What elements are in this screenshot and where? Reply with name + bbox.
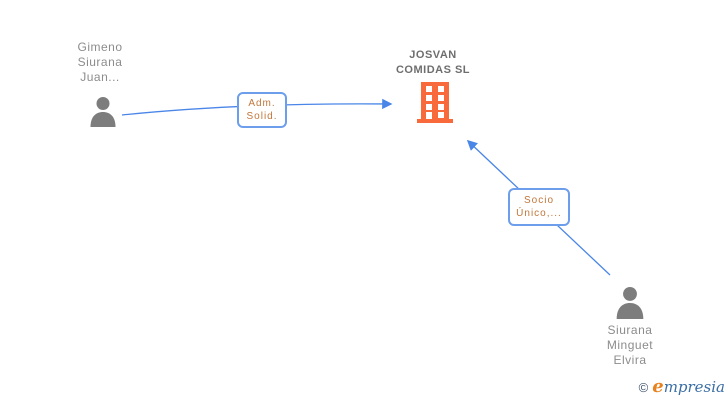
relation2-line1: Socio bbox=[523, 195, 554, 206]
logo-brand-rest: mpresia bbox=[663, 378, 725, 396]
copyright-icon: © bbox=[638, 380, 649, 395]
relation2-line2: Único,... bbox=[516, 208, 562, 219]
company-building-icon[interactable] bbox=[417, 82, 453, 123]
person1-label-line3: Juan... bbox=[80, 70, 120, 84]
person2-label-line3: Elvira bbox=[613, 353, 647, 367]
person2-label-line2: Minguet bbox=[606, 338, 654, 352]
company-title-line2: COMIDAS SL bbox=[395, 64, 471, 76]
person1-label: Gimeno Siurana Juan... bbox=[77, 40, 122, 85]
relation1-line2: Solid. bbox=[246, 111, 278, 122]
relation1-line1: Adm. bbox=[248, 98, 276, 109]
person2-label-line1: Siurana bbox=[607, 323, 653, 337]
company-title-line1: JOSVAN bbox=[409, 49, 457, 61]
relation-box-socio-unico[interactable]: Socio Único,... bbox=[508, 188, 570, 226]
empresia-logo[interactable]: © e mpresia bbox=[639, 376, 725, 397]
person2-label: Siurana Minguet Elvira bbox=[607, 323, 653, 368]
person1-label-line2: Siurana bbox=[77, 55, 123, 69]
company-title: JOSVAN COMIDAS SL bbox=[396, 48, 470, 78]
logo-brand-initial: e bbox=[652, 376, 664, 397]
person1-label-line1: Gimeno bbox=[77, 40, 123, 54]
person1-icon[interactable] bbox=[89, 97, 117, 127]
person2-icon[interactable] bbox=[615, 287, 645, 319]
relation-box-adm-solid[interactable]: Adm. Solid. bbox=[237, 92, 287, 128]
